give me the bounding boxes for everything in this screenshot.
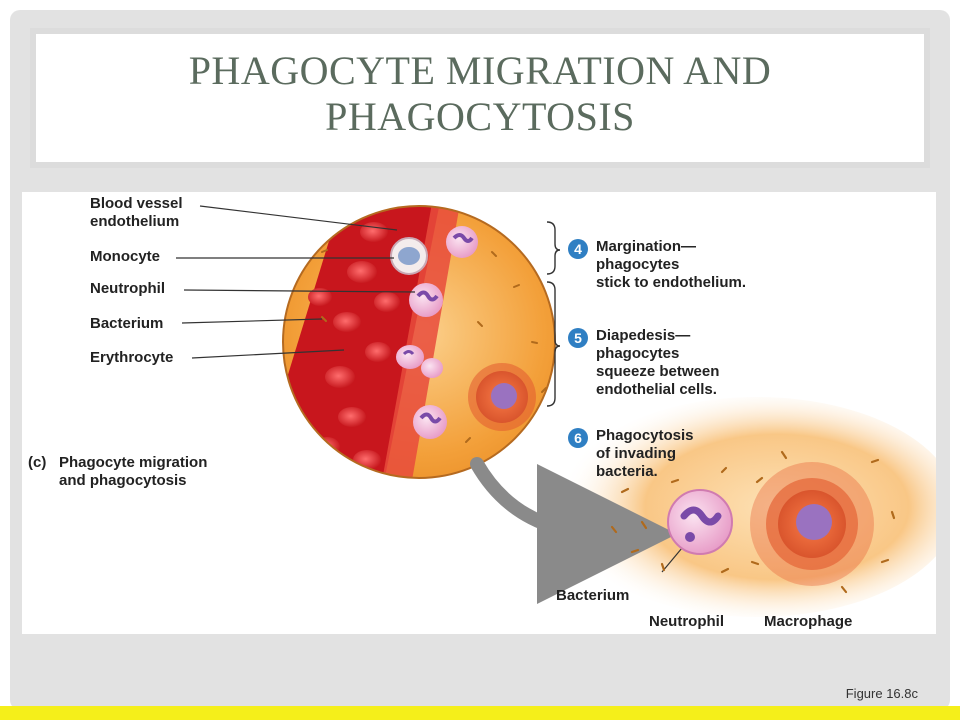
label-blood-vessel-endothelium: Blood vessel endothelium — [90, 195, 183, 230]
diapedesis-neutrophil — [396, 345, 443, 378]
marginating-neutrophil — [409, 283, 443, 317]
step-brackets — [546, 221, 561, 407]
vessel-wall — [380, 206, 462, 478]
bottom-macrophage — [750, 462, 874, 586]
caption-text: Phagocyte migration and phagocytosis — [59, 454, 208, 489]
label-monocyte: Monocyte — [90, 248, 161, 265]
migration-arrow — [470, 457, 677, 604]
monocyte-cell — [390, 237, 428, 275]
label-erythrocyte: Erythrocyte — [90, 349, 174, 366]
bottom-bacteria — [610, 450, 896, 594]
step-5-badge: 5 — [568, 328, 588, 348]
phagocytosis-diagram — [176, 205, 936, 617]
bottom-neutrophil — [667, 489, 733, 555]
step-6-text: Phagocytosis of invading bacteria. — [596, 427, 694, 480]
label-neutrophil: Neutrophil — [90, 280, 165, 297]
label-bottom-neutrophil: Neutrophil — [649, 613, 724, 630]
figure-reference: Figure 16.8c — [845, 686, 918, 701]
step-4-badge: 4 — [568, 239, 588, 259]
figure-panel: Blood vessel endothelium Monocyte Neutro… — [22, 192, 936, 634]
leader-lines — [176, 205, 683, 573]
tissue-circle — [283, 206, 555, 478]
label-bottom-macrophage: Macrophage — [764, 613, 853, 630]
caption-letter: (c) — [28, 454, 47, 471]
slide-title: PHAGOCYTE MIGRATION AND PHAGOCYTOSIS — [188, 48, 772, 139]
step-4-text: Margination— phagocytes stick to endothe… — [596, 238, 747, 291]
label-bacterium: Bacterium — [90, 315, 164, 332]
step-5-text: Diapedesis— phagocytes squeeze between e… — [596, 327, 720, 398]
label-bottom-bacterium: Bacterium — [556, 587, 630, 604]
circle-macrophage — [468, 363, 536, 431]
footer-bar — [0, 706, 960, 720]
title-box: PHAGOCYTE MIGRATION AND PHAGOCYTOSIS — [30, 28, 930, 168]
neutrophil-cell — [446, 226, 478, 258]
step-6-badge: 6 — [568, 428, 588, 448]
tissue-neutrophil — [413, 405, 447, 439]
